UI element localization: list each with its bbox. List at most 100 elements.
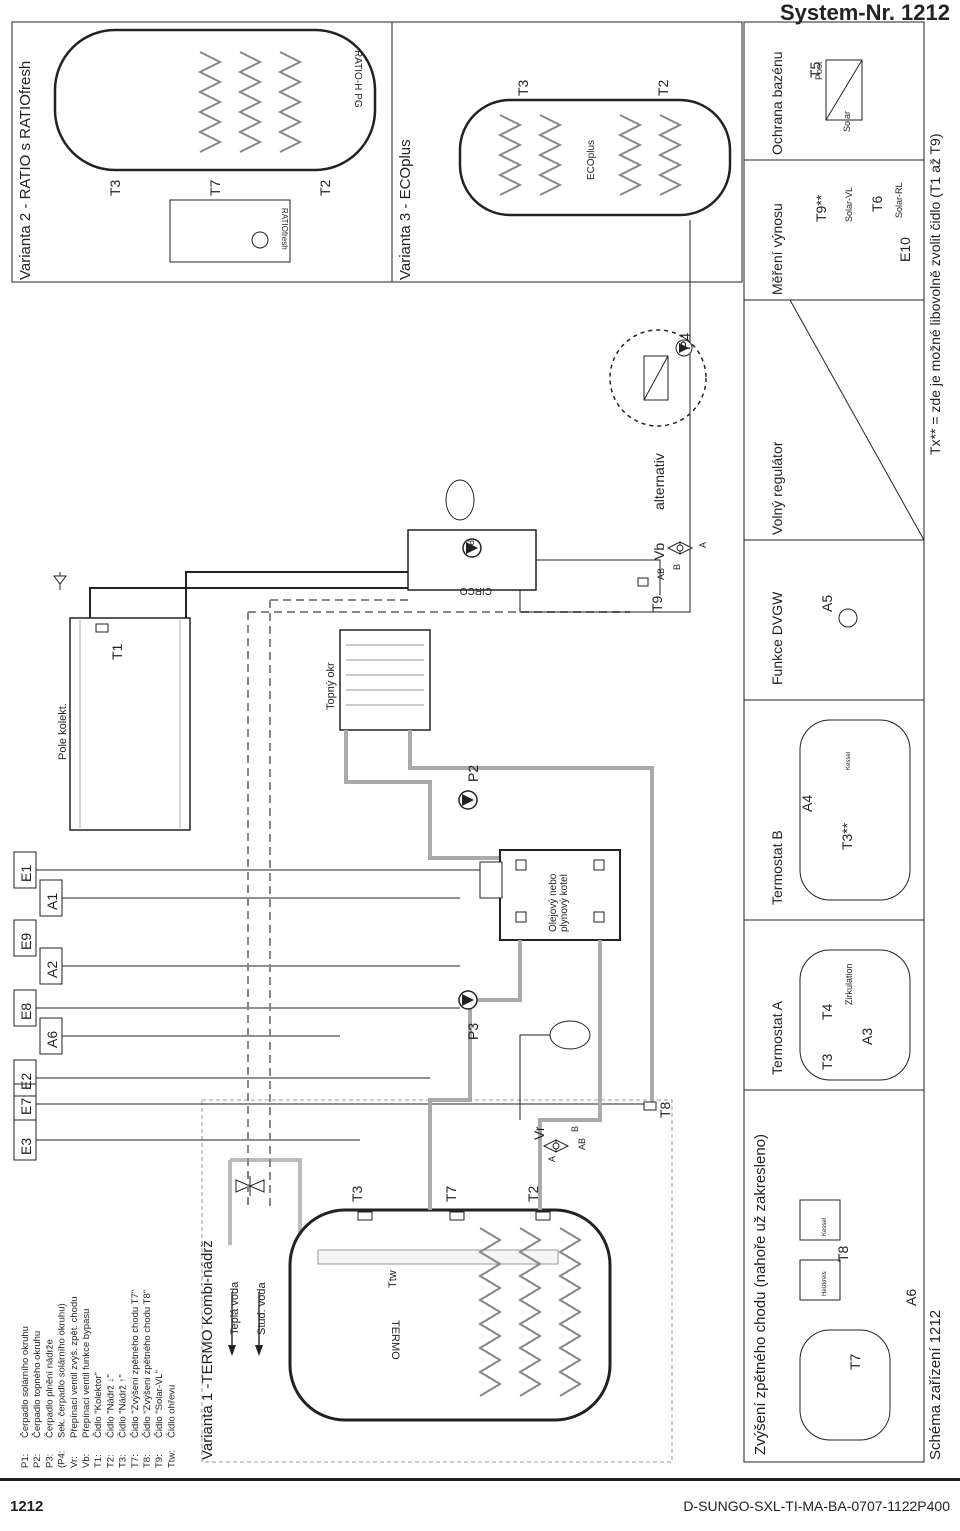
ecoplus-label: ECOplus <box>586 140 597 180</box>
panel2-zirkulation: Zirkulation <box>844 963 854 1005</box>
terminal-e8-label: E8 <box>18 1003 34 1020</box>
legend-item: T2: Čidlo "Nádrž ↓" <box>105 1374 116 1468</box>
legend-text: Přepínací ventil zvýš. zpět. chodu <box>69 1296 80 1438</box>
t8-sensor-icon <box>643 1101 657 1111</box>
panel5-diagonal <box>789 299 925 541</box>
tank-brand: TERMO <box>389 1320 401 1360</box>
variant1-section: Varianta 1 -TERMO Kombi-nádrž Teplá voda… <box>199 1099 673 1463</box>
panel4-pump-icon <box>838 608 858 628</box>
p2-label: P2 <box>465 765 481 782</box>
alternative-circle <box>609 329 707 427</box>
panel1-title-1: Zvýšení zpětného chodu (nahoře už zakres… <box>752 1134 769 1455</box>
v2-t7-label: T7 <box>207 179 223 196</box>
vr-label: Vr <box>531 1126 547 1140</box>
vb-port-b: B <box>672 564 682 570</box>
legend-code: T8: <box>142 1454 153 1468</box>
t2-label: T2 <box>525 1185 541 1202</box>
legend-code: (P4: <box>57 1451 68 1468</box>
valve-vb-icon <box>666 541 694 555</box>
legend-text: Čerpadlo solárního okruhu <box>20 1326 31 1438</box>
v2-t3-label: T3 <box>107 179 123 196</box>
panel2-title: Termostat A <box>769 1000 785 1075</box>
panel7-title: Ochrana bazénu <box>769 51 785 155</box>
footer: 1212 D-SUNGO-SXL-TI-MA-BA-0707-1122P400 <box>0 1478 960 1531</box>
p1-label: P1 <box>466 540 475 550</box>
panel2-tank <box>799 949 911 1081</box>
panel1-tank <box>799 1329 891 1441</box>
panel7-t5: T5 <box>807 61 823 78</box>
scheme-title: Schéma zařízení 1212 <box>927 1310 944 1460</box>
legend-code: Vr: <box>69 1456 80 1468</box>
legend-code: P3: <box>44 1454 55 1468</box>
v3-t2-label: T2 <box>655 79 671 96</box>
legend-text: Přepínací ventil funkce bypasu <box>81 1309 92 1438</box>
panel2-t4: T4 <box>819 1003 835 1020</box>
p3-label: P3 <box>465 1023 481 1040</box>
t9-label: T9 <box>649 595 665 612</box>
panel1-a6: A6 <box>903 1289 919 1306</box>
variant3-frame <box>391 21 743 283</box>
document-id: D-SUNGO-SXL-TI-MA-BA-0707-1122P400 <box>683 1498 950 1514</box>
legend-text: Čidlo "Nádrž ↑" <box>118 1374 129 1438</box>
t1-label: T1 <box>109 643 125 660</box>
ttw-label: Ttw <box>387 1270 399 1288</box>
termo-tank <box>288 1208 612 1422</box>
vb-label: Vb <box>651 543 667 560</box>
legend-item: T1:Čidlo "Kolektor" <box>93 1372 104 1468</box>
terminal-e7-label: E7 <box>18 1098 34 1115</box>
panel1-heizkreis-label: Heizkreis <box>822 1271 828 1296</box>
legend-item: Ttw:Čidlo ohřevu <box>166 1385 177 1468</box>
page-number: 1212 <box>10 1498 44 1515</box>
legend-code: P1: <box>20 1454 31 1468</box>
panel3-t3: T3** <box>839 822 855 850</box>
legend-text: Čerpadlo topného okruhu <box>32 1331 43 1438</box>
legend-item: Vb:Přepínací ventil funkce bypasu <box>81 1309 92 1468</box>
panel2-a3: A3 <box>859 1028 875 1045</box>
panel6-solar-rl: Solar-RL <box>894 182 904 218</box>
legend-text: Čidlo "Solar-VL" <box>154 1370 165 1438</box>
ratio-tank-label: RATIO-H PG <box>352 50 363 108</box>
terminal-e1-label: E1 <box>18 865 34 882</box>
variant1-title: Varianta 1 -TERMO Kombi-nádrž <box>199 1240 216 1460</box>
legend-code: T2: <box>105 1454 116 1468</box>
legend-code: P2: <box>32 1454 43 1468</box>
v2-t2-label: T2 <box>317 179 333 196</box>
legend-code: Ttw: <box>166 1450 177 1468</box>
legend-item: (P4:Sek. čerpadlo solárního okruhu) <box>57 1303 68 1468</box>
panel6-title: Měření výnosu <box>769 203 785 295</box>
terminal-a1-label: A1 <box>44 893 60 910</box>
bottom-panels: Zvýšení zpětného chodu (nahoře už zakres… <box>743 21 944 1463</box>
collector-panel <box>69 617 191 831</box>
panel1-boiler <box>799 1199 841 1241</box>
legend-code: T7: <box>130 1454 141 1468</box>
t7-label: T7 <box>443 1185 459 1202</box>
panel1-t7: T7 <box>847 1353 863 1370</box>
panel1-kessel: Kessel <box>822 1218 828 1236</box>
vb-port-a: A <box>698 542 708 548</box>
legend-item: T7:Čidlo "Zvýšení zpětného chodu T7" <box>130 1290 141 1468</box>
terminal-a2-label: A2 <box>44 961 60 978</box>
ratiofresh-label: RATIOfresh <box>280 208 289 250</box>
panel4-a5: A5 <box>819 595 835 612</box>
panel3-kessel: Kessel <box>846 752 852 770</box>
hot-water-label: Teplá voda <box>229 1281 241 1335</box>
legend-text: Čidlo "Nádrž ↓" <box>105 1374 116 1438</box>
panel1-t8: T8 <box>835 1245 851 1262</box>
legend-code: T1: <box>93 1454 104 1468</box>
panel7-solar: Solar <box>842 111 852 132</box>
legend-item: Vr: Přepínací ventil zvýš. zpět. chodu <box>69 1296 80 1468</box>
legend-item: T8:Čidlo "Zvýšení zpětného chodu T8" <box>142 1290 153 1468</box>
heating-circuit: Topný okr P2 <box>325 629 654 1104</box>
terminal-e9-label: E9 <box>18 933 34 950</box>
legend-item: P1: Čerpadlo solárního okruhu <box>20 1326 31 1468</box>
solar-expansion-vessel <box>445 479 475 521</box>
vr-port-b: B <box>570 1126 580 1132</box>
variant3-title: Varianta 3 - ECOplus <box>397 139 414 280</box>
legend-item: P3:Čerpadlo plnění nádrže <box>44 1339 55 1468</box>
t9-sensor-icon <box>637 577 649 587</box>
panel5-title: Volný regulátor <box>769 441 785 535</box>
panel6-solar-vl: Solar-VL <box>844 187 854 222</box>
panel3-a4: A4 <box>799 795 815 812</box>
